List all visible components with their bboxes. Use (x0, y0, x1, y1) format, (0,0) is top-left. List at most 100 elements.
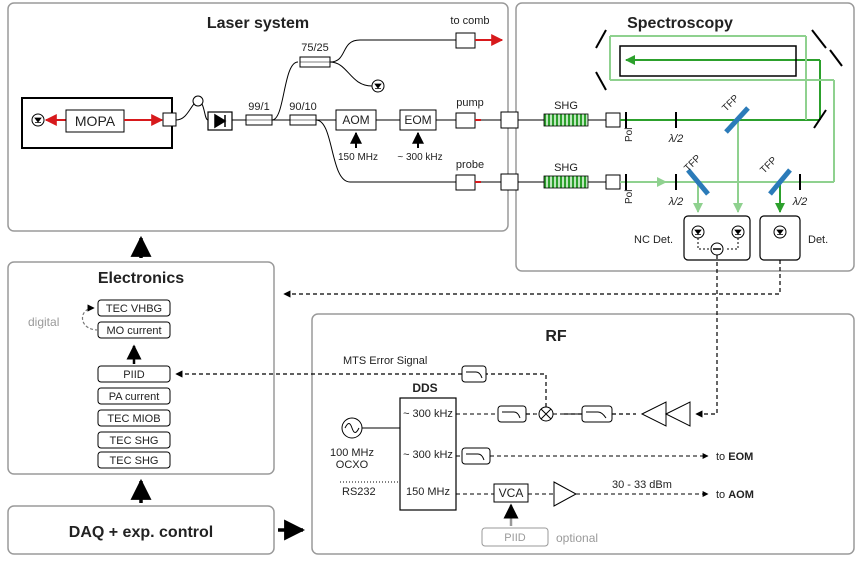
electronics-panel (7, 261, 275, 475)
svg-text:30 - 33 dBm: 30 - 33 dBm (612, 479, 672, 491)
laser-module: MOPA (21, 97, 177, 149)
nc-detector: NC Det. (634, 215, 751, 261)
power-amplifier-icon (553, 481, 578, 507)
diode-icon (214, 113, 227, 129)
shg-top: SHG (543, 100, 589, 127)
pump-collimator: pump (455, 97, 484, 129)
coupler-99-1: 99/1 (245, 101, 273, 126)
filter-ch2 (461, 447, 491, 465)
daq-panel-title: DAQ + exp. control (69, 524, 213, 541)
aom-box: AOM 150 MHz (335, 109, 378, 163)
filter-ch1 (497, 405, 527, 423)
rf-panel-title: RF (545, 328, 567, 345)
svg-text:~ 300 kHz: ~ 300 kHz (403, 408, 453, 420)
spectroscopy-panel (515, 2, 855, 272)
svg-text:~ 300 kHz: ~ 300 kHz (397, 152, 442, 163)
probe-beam (609, 35, 835, 213)
electronics-item-tec-vhbg: TEC VHBG (106, 303, 162, 315)
optional-piid-box (481, 527, 549, 547)
electronics-item-pa-current: PA current (109, 391, 160, 403)
monitor-photodiode-icon (31, 113, 45, 127)
svg-text:SHG: SHG (554, 162, 578, 174)
isolator (207, 111, 233, 131)
mirrors (595, 29, 843, 129)
amplifier-2-icon (664, 401, 691, 427)
pump-beam (620, 55, 821, 213)
svg-text:90/10: 90/10 (289, 101, 317, 113)
pol-bottom-label: Pol (624, 190, 635, 204)
mts-error-label: MTS Error Signal (343, 355, 427, 367)
laser-panel-title: Laser system (207, 15, 309, 32)
shg-top-out-port (605, 112, 621, 128)
tfp-2 (686, 168, 710, 196)
det-photodiode-icon (773, 225, 787, 239)
tfp-1 (724, 106, 750, 134)
svg-text:OCXO: OCXO (336, 459, 369, 471)
vapor-cell (619, 45, 797, 77)
spectroscopy-panel-title: Spectroscopy (627, 15, 733, 32)
filter-mts (461, 365, 487, 383)
vca-box (493, 483, 529, 503)
pump-fiber-port (500, 111, 519, 129)
svg-text:VCA: VCA (499, 486, 524, 500)
fiber-network (175, 39, 501, 183)
mopa-label: MOPA (75, 113, 116, 129)
svg-text:λ/2: λ/2 (792, 196, 808, 208)
rf-panel (311, 313, 855, 555)
digital-loop-arrow (81, 304, 99, 331)
rf-section: MTS Error Signal DDS ~ 300 kHz ~ 300 kHz… (330, 355, 754, 547)
svg-text:100 MHz: 100 MHz (330, 447, 374, 459)
svg-text:150 MHz: 150 MHz (406, 486, 450, 498)
comb-monitor-photodiode-icon (371, 79, 385, 93)
svg-text:SHG: SHG (554, 100, 578, 112)
filter-post-mixer (581, 405, 613, 423)
svg-text:λ/2: λ/2 (668, 133, 684, 145)
coupler-75-25: 75/25 (299, 42, 331, 68)
eom-box: EOM ~ 300 kHz (397, 109, 443, 163)
fiber-loop-icon (192, 95, 204, 107)
svg-text:AOM: AOM (342, 113, 369, 127)
coupler-90-10: 90/10 (289, 101, 317, 126)
svg-text:NC Det.: NC Det. (634, 234, 673, 246)
tfp-3 (768, 168, 792, 196)
svg-text:to comb: to comb (450, 15, 489, 27)
svg-text:150 MHz: 150 MHz (338, 152, 378, 163)
electronics-item-tec-shg-1: TEC SHG (110, 435, 159, 447)
svg-text:optional: optional (556, 531, 598, 545)
svg-text:pump: pump (456, 97, 484, 109)
svg-text:TFP: TFP (720, 93, 741, 114)
electronics-item-piid: PIID (123, 369, 144, 381)
amplifier-1-icon (640, 401, 667, 427)
svg-text:Det.: Det. (808, 234, 828, 246)
laser-output-coupler (162, 112, 177, 127)
electronics-item-tec-shg-2: TEC SHG (110, 455, 159, 467)
svg-text:99/1: 99/1 (248, 101, 269, 113)
daq-panel (7, 505, 275, 555)
detector: Det. (759, 215, 828, 261)
svg-text:PIID: PIID (504, 532, 525, 544)
pol-top-label: Pol (624, 128, 635, 142)
dds-label: DDS (412, 381, 437, 395)
signal-paths (175, 255, 781, 418)
electronics-panel-title: Electronics (98, 270, 184, 287)
dds-box (399, 397, 457, 511)
electronics-item-mo-current: MO current (106, 325, 161, 337)
probe-fiber-port (500, 173, 519, 191)
to-comb-output: to comb (450, 15, 504, 49)
svg-text:probe: probe (456, 159, 484, 171)
to-aom-label: to AOM (716, 489, 754, 501)
to-eom-label: to EOM (716, 451, 753, 463)
svg-text:EOM: EOM (404, 113, 431, 127)
nc-photodiode-left-icon (691, 225, 705, 239)
svg-text:λ/2: λ/2 (668, 196, 684, 208)
shg-bottom-out-port (605, 174, 621, 190)
electronics-item-tec-miob: TEC MIOB (107, 413, 160, 425)
svg-text:TFP: TFP (682, 153, 703, 174)
svg-text:TFP: TFP (758, 155, 779, 176)
digital-label: digital (28, 315, 59, 329)
nc-photodiode-right-icon (731, 225, 745, 239)
svg-text:~ 300 kHz: ~ 300 kHz (403, 449, 453, 461)
svg-text:75/25: 75/25 (301, 42, 329, 54)
